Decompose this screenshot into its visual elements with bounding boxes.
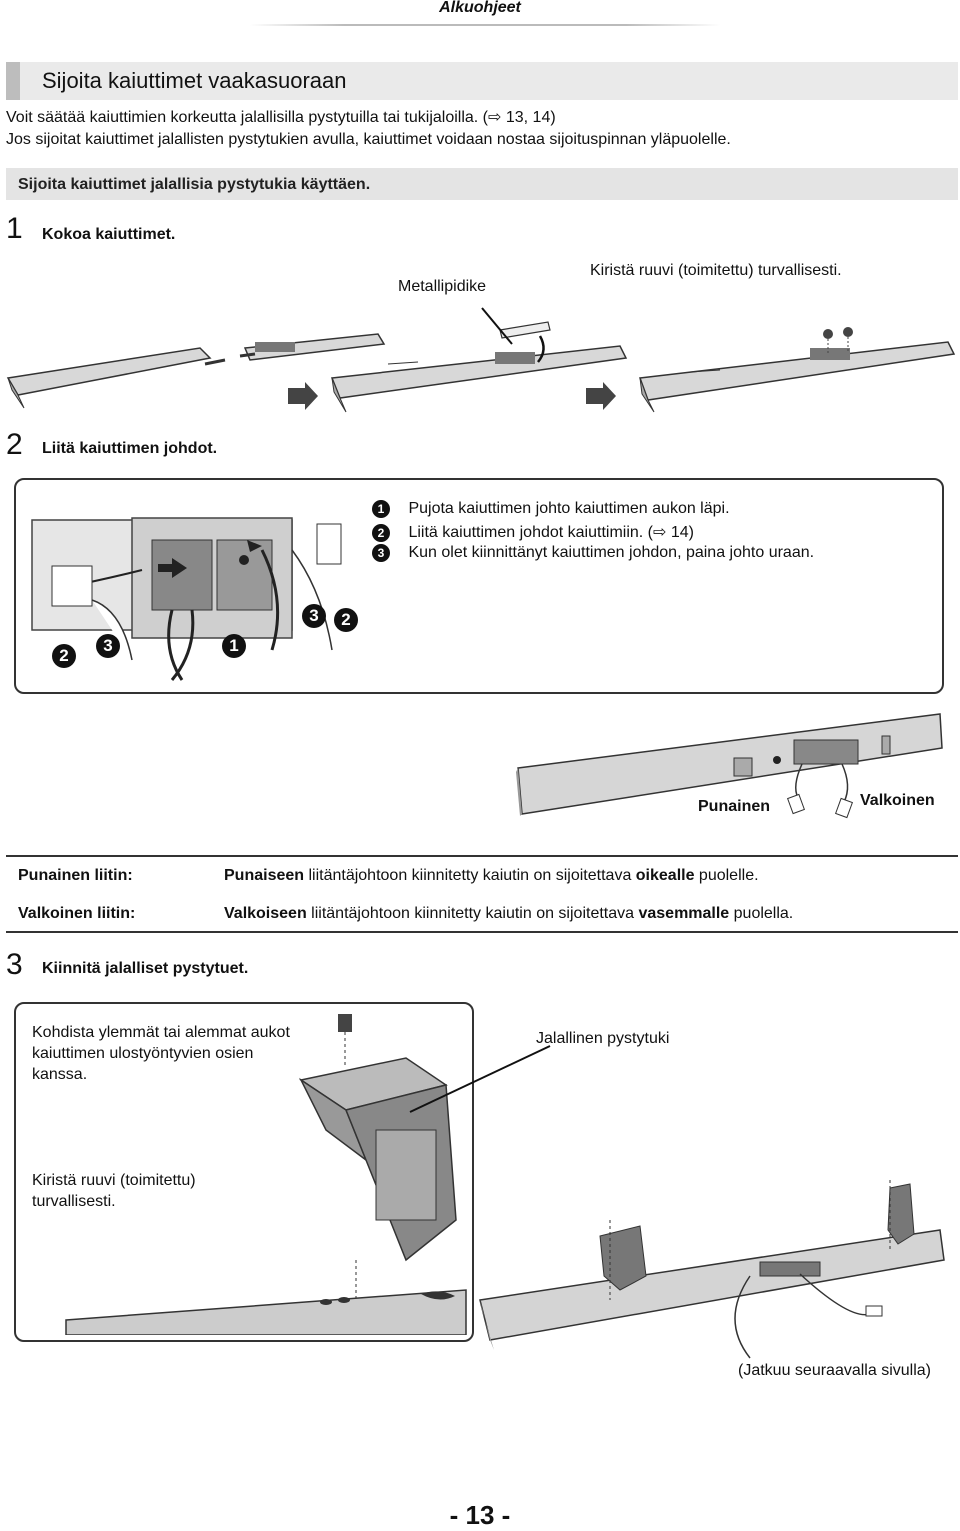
- info-white-text-1: liitäntäjohtoon kiinnitetty kaiutin on s…: [307, 905, 639, 922]
- step-2-number: 2: [6, 428, 23, 462]
- step-1-text: Kokoa kaiuttimet.: [42, 226, 175, 244]
- instruction-text-2: Liitä kaiuttimen johdot kaiuttimiin. (: [408, 524, 653, 541]
- step-3-number: 3: [6, 948, 23, 982]
- instruction-badge-1: 1: [372, 500, 390, 518]
- step-3-text: Kiinnitä jalalliset pystytuet.: [42, 960, 248, 978]
- info-text-red: Punaiseen liitäntäjohtoon kiinnitetty ka…: [224, 867, 759, 885]
- instruction-ref-2: 14): [671, 524, 694, 541]
- callout-1-center: 1: [222, 634, 246, 658]
- info-row-white: Valkoinen liitin:: [18, 905, 135, 923]
- callout-3-right: 3: [302, 604, 326, 628]
- chapter-header: Alkuohjeet: [0, 0, 960, 16]
- subsection-title: Sijoita kaiuttimet jalallisia pystytukia…: [18, 176, 370, 194]
- header-rule: [250, 24, 720, 26]
- info-text-white: Valkoiseen liitäntäjohtoon kiinnitetty k…: [224, 905, 793, 923]
- step1-assembly-illustration: [0, 300, 960, 420]
- page-ref-arrow-icon: ⇨: [653, 524, 666, 541]
- instruction-text-3: Kun olet kiinnittänyt kaiuttimen johdon,…: [408, 544, 814, 561]
- step-2-text: Liitä kaiuttimen johdot.: [42, 440, 217, 458]
- speaker-with-stands-illustration: [470, 1180, 955, 1360]
- page-number: - 13 -: [0, 1500, 960, 1531]
- instruction-text-1: Pujota kaiuttimen johto kaiuttimen aukon…: [408, 500, 729, 517]
- instruction-2: 2 Liitä kaiuttimen johdot kaiuttimiin. (…: [372, 522, 694, 542]
- label-red: Punainen: [698, 798, 770, 816]
- label-white: Valkoinen: [860, 792, 935, 810]
- info-red-bold-1: Punaiseen: [224, 867, 304, 884]
- callout-2-left: 2: [52, 644, 76, 668]
- instruction-3: 3 Kun olet kiinnittänyt kaiuttimen johdo…: [372, 544, 814, 562]
- stand-leader-line: [400, 1040, 560, 1120]
- callout-2-right: 2: [334, 608, 358, 632]
- info-white-bold-2: vasemmalle: [638, 905, 729, 922]
- label-tighten-screw: Kiristä ruuvi (toimitettu) turvallisesti…: [590, 262, 842, 280]
- info-white-bold-1: Valkoiseen: [224, 905, 307, 922]
- info-red-bold-2: oikealle: [636, 867, 695, 884]
- connector-info-box: Punainen liitin: Punaiseen liitäntäjohto…: [6, 855, 958, 933]
- intro-page-ref: 13, 14): [506, 109, 556, 126]
- instruction-1: 1 Pujota kaiuttimen johto kaiuttimen auk…: [372, 500, 730, 518]
- step-1-number: 1: [6, 212, 23, 246]
- section-title: Sijoita kaiuttimet vaakasuoraan: [42, 68, 347, 94]
- intro-line-2: Jos sijoitat kaiuttimet jalallisten pyst…: [6, 130, 731, 150]
- instruction-badge-3: 3: [372, 544, 390, 562]
- page-ref-arrow-icon: ⇨: [488, 109, 501, 126]
- info-label-white: Valkoinen liitin:: [18, 905, 135, 922]
- info-label-red: Punainen liitin:: [18, 867, 133, 884]
- label-metal-bracket: Metallipidike: [398, 278, 486, 296]
- info-white-text-2: puolella.: [729, 905, 793, 922]
- info-red-text-2: puolelle.: [694, 867, 758, 884]
- info-red-text-1: liitäntäjohtoon kiinnitetty kaiutin on s…: [304, 867, 636, 884]
- instruction-badge-2: 2: [372, 524, 390, 542]
- intro-text: Voit säätää kaiuttimien korkeutta jalall…: [6, 109, 488, 126]
- callout-3-left: 3: [96, 634, 120, 658]
- info-row-red: Punainen liitin:: [18, 867, 133, 885]
- intro-line-1: Voit säätää kaiuttimien korkeutta jalall…: [6, 108, 556, 128]
- continued-note: (Jatkuu seuraavalla sivulla): [738, 1362, 931, 1380]
